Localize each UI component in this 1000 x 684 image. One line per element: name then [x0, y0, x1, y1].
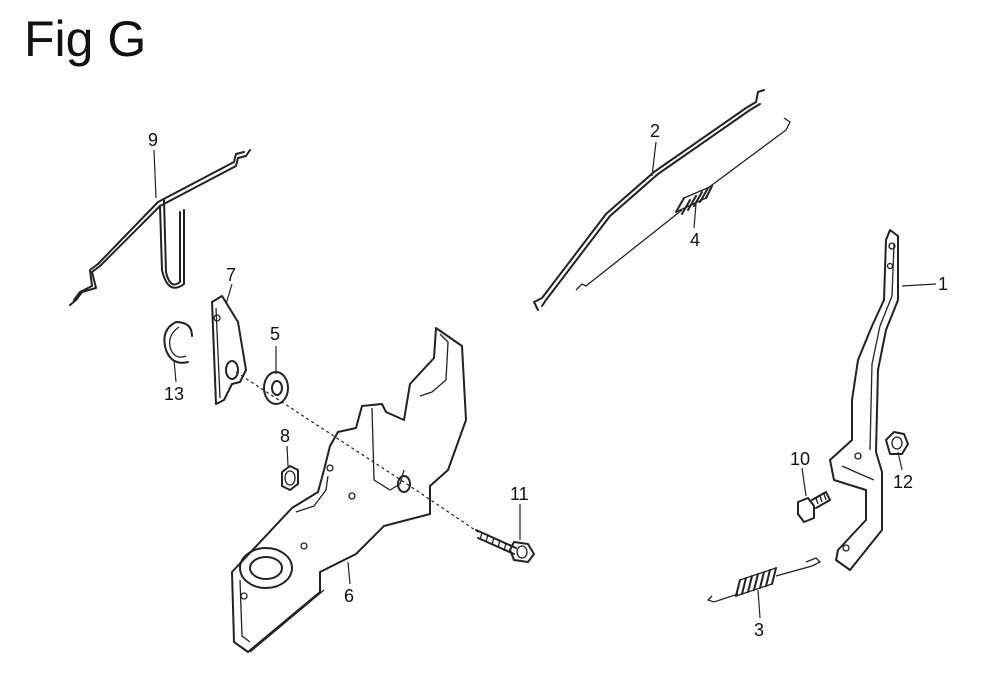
- part-12-nut: [885, 431, 909, 455]
- part-5-washer: [263, 371, 289, 405]
- leader-4: [693, 203, 697, 229]
- part-13-circlip: [163, 321, 193, 364]
- leader-2: [651, 141, 657, 177]
- callout-3: 3: [754, 620, 764, 640]
- part-10-bolt: [797, 491, 831, 523]
- leader-9: [153, 149, 157, 199]
- part-11-bolt: [475, 529, 535, 563]
- part-6-bracket: [231, 327, 467, 653]
- part-4-spring: [575, 117, 791, 291]
- leader-8: [286, 445, 289, 467]
- leader-7: [225, 283, 233, 305]
- callout-13: 13: [164, 384, 184, 404]
- callout-11: 11: [510, 484, 529, 504]
- callout-8: 8: [280, 426, 290, 446]
- callout-1: 1: [938, 274, 948, 294]
- callout-10: 10: [790, 449, 810, 469]
- part-7-plate: [211, 295, 247, 405]
- part-9-wire-rod: [69, 149, 251, 306]
- leader-13: [173, 359, 177, 383]
- assembly-axis-line: [235, 371, 479, 533]
- leader-10: [801, 467, 807, 497]
- part-1-lever: [829, 229, 899, 571]
- part-2-rod: [533, 89, 765, 311]
- part-3-spring: [706, 557, 822, 603]
- callout-7: 7: [226, 265, 236, 285]
- callout-6: 6: [344, 586, 354, 606]
- leader-lines: [153, 141, 937, 619]
- callout-4: 4: [690, 230, 700, 250]
- callout-12: 12: [893, 472, 913, 492]
- leader-12: [897, 451, 903, 471]
- part-8-nut: [281, 465, 299, 491]
- leader-6: [347, 561, 351, 585]
- leader-3: [757, 589, 761, 619]
- callout-9: 9: [148, 130, 158, 150]
- leader-1: [901, 283, 937, 287]
- figure-title: Fig G: [24, 11, 147, 67]
- callout-2: 2: [650, 121, 660, 141]
- callout-5: 5: [270, 324, 280, 344]
